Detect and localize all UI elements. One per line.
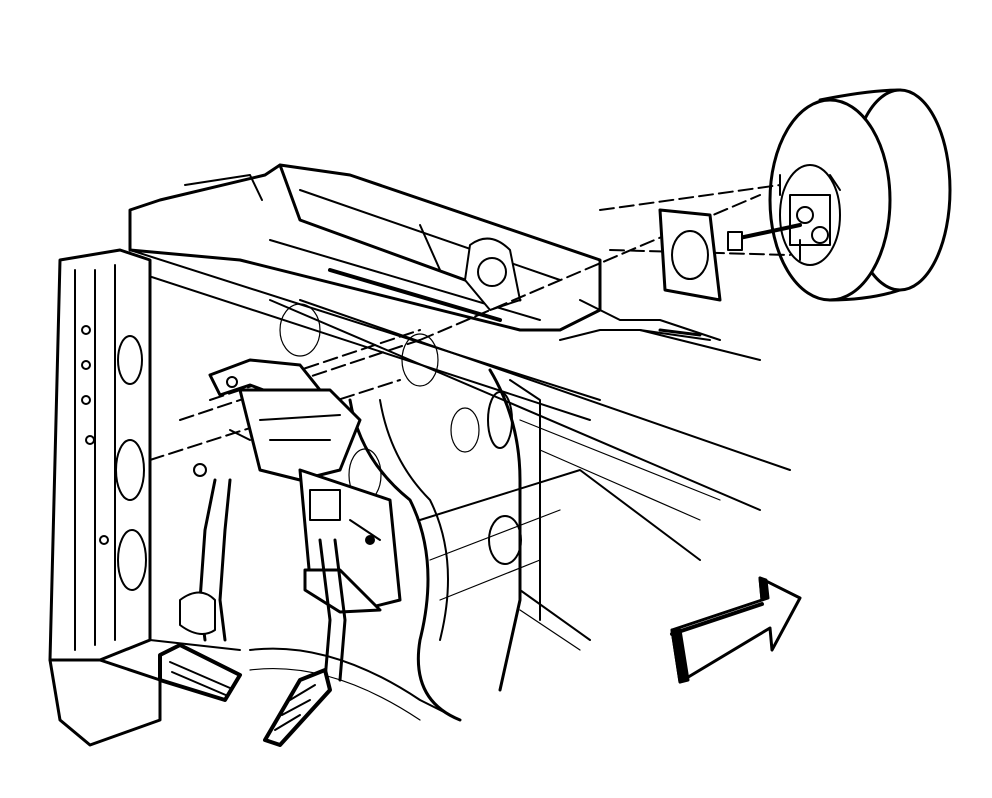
mounting-bracket <box>639 208 722 341</box>
left-hinge-pillar <box>48 248 241 747</box>
front-direction-arrow <box>670 576 802 684</box>
pedal-bracket-assembly <box>193 358 402 614</box>
brake-pedal <box>158 478 242 702</box>
cowl-crossmember <box>114 163 761 421</box>
brake-booster <box>768 88 952 302</box>
accelerator-pedal <box>263 538 347 747</box>
